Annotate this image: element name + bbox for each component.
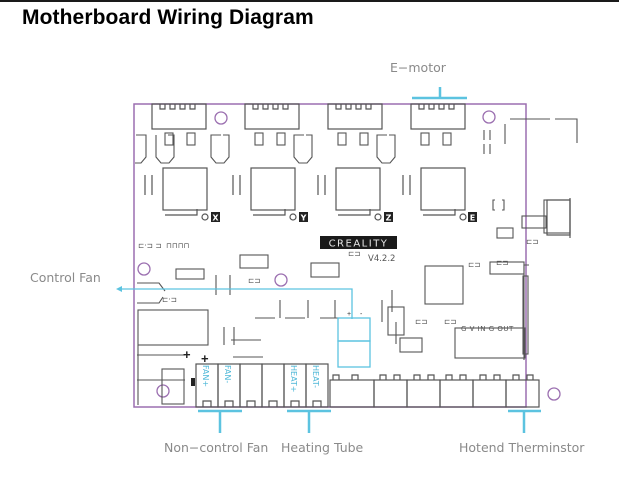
brand-logo-text: CREALITY bbox=[329, 239, 389, 250]
svg-text:⊏⊐: ⊏⊐ bbox=[526, 237, 539, 246]
pin-label-fan-minus: FAN- bbox=[223, 365, 232, 383]
callout-heating-tube: Heating Tube bbox=[281, 440, 364, 455]
mounting-hole bbox=[156, 384, 170, 398]
mounting-hole bbox=[482, 110, 496, 124]
polarity-plus: + bbox=[201, 351, 209, 366]
driver-chip-x bbox=[162, 167, 208, 211]
svg-text:⊏·⊐: ⊏·⊐ bbox=[162, 295, 177, 304]
probe-header bbox=[454, 327, 526, 359]
mounting-hole bbox=[137, 262, 151, 276]
driver-labels: X Y Z E bbox=[211, 212, 477, 223]
callout-line-e-motor bbox=[412, 87, 467, 100]
polarity-plus: + bbox=[183, 347, 191, 362]
mcu-chip bbox=[424, 265, 464, 305]
motor-connector-z bbox=[327, 103, 383, 130]
callout-line-control-fan bbox=[120, 288, 353, 319]
svg-text:⊏⊐: ⊏⊐ bbox=[248, 276, 261, 285]
driver-chip-z bbox=[335, 167, 381, 211]
usb-port bbox=[546, 198, 571, 238]
svg-text:⊏⊐: ⊏⊐ bbox=[468, 260, 481, 269]
thermistor-connector bbox=[505, 379, 540, 408]
driver-label-e: E bbox=[470, 214, 475, 223]
fan-connector-minus: - bbox=[360, 311, 363, 318]
power-polarity: + + bbox=[183, 347, 209, 386]
misc-components bbox=[137, 199, 571, 405]
mounting-hole bbox=[214, 111, 228, 125]
driver-label-z: Z bbox=[386, 214, 392, 223]
svg-text:⊏⊐: ⊏⊐ bbox=[415, 317, 428, 326]
stepper-drivers bbox=[144, 167, 467, 221]
svg-text:⊏⊐: ⊏⊐ bbox=[496, 258, 509, 267]
motor-connector-y bbox=[244, 103, 300, 130]
control-fan-connector bbox=[337, 317, 371, 368]
callout-line-heating-tube bbox=[287, 409, 331, 433]
callout-e-motor: E−motor bbox=[390, 60, 446, 75]
probe-header-label: G V IN G OUT bbox=[461, 325, 514, 333]
pin-label-heat-plus: HEAT+ bbox=[289, 365, 298, 393]
arrow-left-icon bbox=[116, 286, 122, 292]
motor-connector-e bbox=[410, 103, 466, 130]
motor-connectors bbox=[151, 103, 466, 130]
fan-connector-plus: + bbox=[347, 311, 351, 318]
pin-label-fan-plus: FAN+ bbox=[201, 365, 210, 387]
callout-hotend-thermistor: Hotend Therminstor bbox=[459, 440, 585, 455]
driver-chip-e bbox=[420, 167, 466, 211]
smd-glyphs: ⊏·⊐ ⊐ ⊓⊓⊓⊓ ⊏·⊐ ⊏⊐ ⊏⊐ ⊏⊐ ⊏⊐ ⊏⊐ ⊏⊐ ⊏⊐ bbox=[138, 237, 539, 326]
callout-control-fan: Control Fan bbox=[30, 270, 101, 285]
svg-text:⊓⊓⊓⊓: ⊓⊓⊓⊓ bbox=[166, 241, 190, 250]
callout-lines bbox=[198, 87, 541, 433]
board-version: V4.2.2 bbox=[368, 254, 395, 264]
creality-logo: CREALITY bbox=[320, 236, 397, 250]
top-rule bbox=[0, 0, 619, 2]
driver-chip-y bbox=[250, 167, 296, 211]
svg-text:⊏⊐: ⊏⊐ bbox=[348, 249, 361, 258]
pin-label-heat-minus: HEAT- bbox=[311, 365, 320, 388]
svg-text:⊏·⊐ ⊐: ⊏·⊐ ⊐ bbox=[138, 241, 162, 250]
mounting-hole bbox=[274, 273, 288, 287]
driver-label-x: X bbox=[212, 214, 219, 223]
callout-line-non-control-fan bbox=[198, 409, 242, 433]
power-connectors bbox=[195, 363, 329, 408]
capacitors bbox=[135, 118, 578, 164]
page-title: Motherboard Wiring Diagram bbox=[22, 6, 314, 29]
callout-line-hotend-thermistor bbox=[508, 409, 541, 433]
sensor-connectors bbox=[329, 374, 540, 408]
driver-label-y: Y bbox=[300, 214, 307, 223]
motor-connector-x bbox=[151, 103, 207, 130]
callout-non-control-fan: Non−control Fan bbox=[164, 440, 269, 455]
mounting-hole bbox=[547, 387, 561, 401]
svg-text:⊏⊐: ⊏⊐ bbox=[444, 317, 457, 326]
board-outline bbox=[133, 103, 527, 408]
